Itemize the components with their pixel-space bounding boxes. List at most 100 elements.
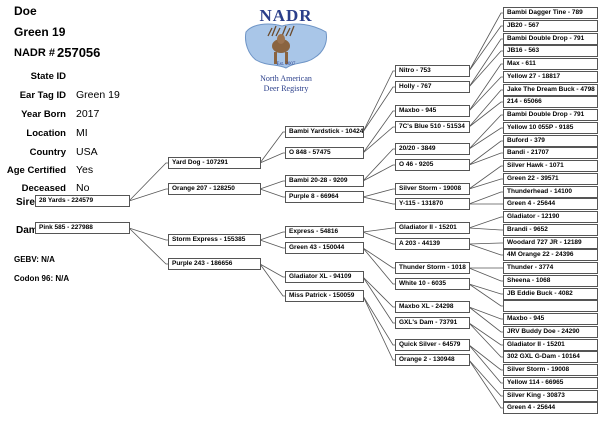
ancestor-box[interactable]: Woodard 727 JR - 12189 bbox=[503, 237, 598, 249]
ancestor-box[interactable]: Nitro - 753 bbox=[395, 65, 470, 77]
grandparent-box[interactable]: Orange 207 - 128250 bbox=[168, 183, 261, 195]
ancestor-box[interactable]: JB16 - 563 bbox=[503, 45, 598, 57]
connector-line bbox=[362, 295, 395, 361]
great-grandparent-box[interactable]: Purple 8 - 66964 bbox=[285, 191, 364, 203]
great-grandparent-box[interactable]: Bambi Yardstick - 10424 bbox=[285, 126, 364, 138]
ancestor-box[interactable]: Buford - 379 bbox=[503, 135, 598, 147]
connector-line bbox=[468, 63, 503, 112]
great-grandparent-box[interactable]: Miss Patrick - 150059 bbox=[285, 290, 364, 302]
detail-label: State ID bbox=[30, 71, 66, 82]
ancestor-box[interactable]: Y-115 - 131870 bbox=[395, 198, 470, 210]
connector-line bbox=[259, 188, 285, 198]
detail-value: Green 19 bbox=[76, 89, 120, 101]
ancestor-box[interactable]: O 46 - 9205 bbox=[395, 159, 470, 171]
detail-label: Age Certified bbox=[6, 165, 66, 176]
connector-line bbox=[259, 131, 285, 164]
ancestor-box[interactable]: Maxbo - 945 bbox=[395, 105, 470, 117]
detail-value: USA bbox=[76, 146, 98, 158]
ancestor-box[interactable]: Bandi - 21707 bbox=[503, 147, 598, 159]
gebv-text: GEBV: N/A bbox=[14, 255, 55, 264]
ancestor-box[interactable]: Bambi Double Drop - 791 bbox=[503, 109, 598, 121]
dam-box[interactable]: Pink 585 - 227988 bbox=[35, 222, 130, 234]
ancestor-box[interactable]: Green 22 - 39571 bbox=[503, 173, 598, 185]
ancestor-box[interactable]: 302 GXL G-Dam - 10164 bbox=[503, 351, 598, 363]
connector-line bbox=[468, 165, 503, 190]
connector-line bbox=[468, 89, 503, 128]
ancestor-box[interactable]: Gladiator II - 15201 bbox=[395, 222, 470, 234]
ancestor-box[interactable]: Yellow 114 - 66965 bbox=[503, 377, 598, 389]
detail-value: MI bbox=[76, 127, 88, 139]
nadr-label: NADR # bbox=[14, 47, 55, 59]
ancestor-box[interactable]: GXL's Dam - 73791 bbox=[395, 317, 470, 329]
ancestor-box[interactable]: 20/20 - 3849 bbox=[395, 143, 470, 155]
ancestor-box[interactable]: White 10 - 6035 bbox=[395, 278, 470, 290]
connector-line bbox=[259, 263, 285, 278]
great-grandparent-box[interactable]: Green 43 - 150044 bbox=[285, 242, 364, 254]
ancestor-box[interactable]: Orange 2 - 130948 bbox=[395, 354, 470, 366]
ancestor-box[interactable]: Brandi - 9652 bbox=[503, 224, 598, 236]
logo-acronym: NADR bbox=[259, 6, 313, 25]
sire-box[interactable]: 28 Yards - 224579 bbox=[35, 195, 130, 207]
connector-line bbox=[259, 239, 285, 249]
connector-line bbox=[468, 322, 503, 358]
connector-line bbox=[468, 243, 503, 256]
ancestor-box[interactable]: Yellow 10 055P - 9185 bbox=[503, 122, 598, 134]
ancestor-box[interactable]: Holly - 767 bbox=[395, 81, 470, 93]
ancestor-box[interactable]: Jake The Dream Buck - 4798 bbox=[503, 84, 598, 96]
ancestor-box[interactable]: Bambi Double Drop - 791 bbox=[503, 33, 598, 45]
connector-line bbox=[468, 76, 503, 112]
ancestor-box[interactable]: Thunderhead - 14100 bbox=[503, 186, 598, 198]
sex-label: Doe bbox=[14, 4, 37, 18]
ancestor-box[interactable]: Thunder - 3774 bbox=[503, 262, 598, 274]
connector-line bbox=[468, 12, 503, 72]
great-grandparent-box[interactable]: Express - 54816 bbox=[285, 226, 364, 238]
connector-line bbox=[128, 227, 168, 265]
ancestor-box[interactable]: Silver Storm - 19008 bbox=[503, 364, 598, 376]
connector-line bbox=[362, 295, 395, 346]
connector-line bbox=[259, 263, 285, 297]
ancestor-box[interactable]: Maxbo - 945 bbox=[503, 313, 598, 325]
ancestor-box[interactable]: Thunder Storm - 1018 bbox=[395, 262, 470, 274]
ancestor-box[interactable]: Bambi Dagger Tine - 789 bbox=[503, 7, 598, 19]
ancestor-box[interactable]: Green 4 - 25644 bbox=[503, 402, 598, 414]
ancestor-box[interactable]: Gladiator - 12190 bbox=[503, 211, 598, 223]
connector-line bbox=[259, 180, 285, 190]
ancestor-box[interactable]: 7C's Blue 510 - 51534 bbox=[395, 121, 470, 133]
ancestor-box[interactable]: Silver Storm - 19008 bbox=[395, 183, 470, 195]
ancestor-box[interactable]: Max - 611 bbox=[503, 58, 598, 70]
ancestor-box[interactable]: 4M Orange 22 - 24396 bbox=[503, 249, 598, 261]
ancestor-box[interactable]: Sheena - 1068 bbox=[503, 275, 598, 287]
ancestor-box[interactable]: Green 4 - 25644 bbox=[503, 198, 598, 210]
connector-line bbox=[362, 276, 395, 324]
great-grandparent-box[interactable]: Gladiator XL - 94109 bbox=[285, 271, 364, 283]
ancestor-box[interactable]: Silver Hawk - 1071 bbox=[503, 160, 598, 172]
great-grandparent-box[interactable]: Bambi 20-28 - 9209 bbox=[285, 175, 364, 187]
great-grandparent-box[interactable]: O 848 - 57475 bbox=[285, 147, 364, 159]
connector-line bbox=[468, 101, 503, 128]
ancestor-box[interactable]: Gladiator II - 15201 bbox=[503, 339, 598, 351]
detail-value: No bbox=[76, 182, 90, 194]
connector-line bbox=[468, 344, 503, 371]
ancestor-box[interactable]: Yellow 27 - 18817 bbox=[503, 71, 598, 83]
connector-line bbox=[362, 126, 395, 154]
ancestor-box[interactable]: JB20 - 567 bbox=[503, 20, 598, 32]
connector-line bbox=[259, 231, 285, 241]
ancestor-box[interactable]: JB Eddie Buck - 4082 bbox=[503, 288, 598, 300]
detail-value: 2017 bbox=[76, 108, 100, 120]
ancestor-box[interactable]: JRV Buddy Doe - 24290 bbox=[503, 326, 598, 338]
connector-line bbox=[362, 148, 395, 182]
grandparent-box[interactable]: Yard Dog - 107291 bbox=[168, 157, 261, 169]
connector-line bbox=[362, 188, 395, 198]
ancestor-box[interactable]: A 203 - 44139 bbox=[395, 238, 470, 250]
connector-line bbox=[468, 306, 503, 333]
grandparent-box[interactable]: Storm Express - 155385 bbox=[168, 234, 261, 246]
ancestor-box[interactable] bbox=[503, 300, 598, 312]
ancestor-box[interactable]: Silver King - 30873 bbox=[503, 390, 598, 402]
connector-line bbox=[468, 25, 503, 72]
ancestor-box[interactable]: Quick Silver - 64579 bbox=[395, 339, 470, 351]
ancestor-box[interactable]: 214 - 65066 bbox=[503, 96, 598, 108]
ancestor-box[interactable]: Maxbo XL - 24298 bbox=[395, 301, 470, 313]
logo-line1: North American bbox=[260, 74, 312, 83]
grandparent-box[interactable]: Purple 243 - 186656 bbox=[168, 258, 261, 270]
